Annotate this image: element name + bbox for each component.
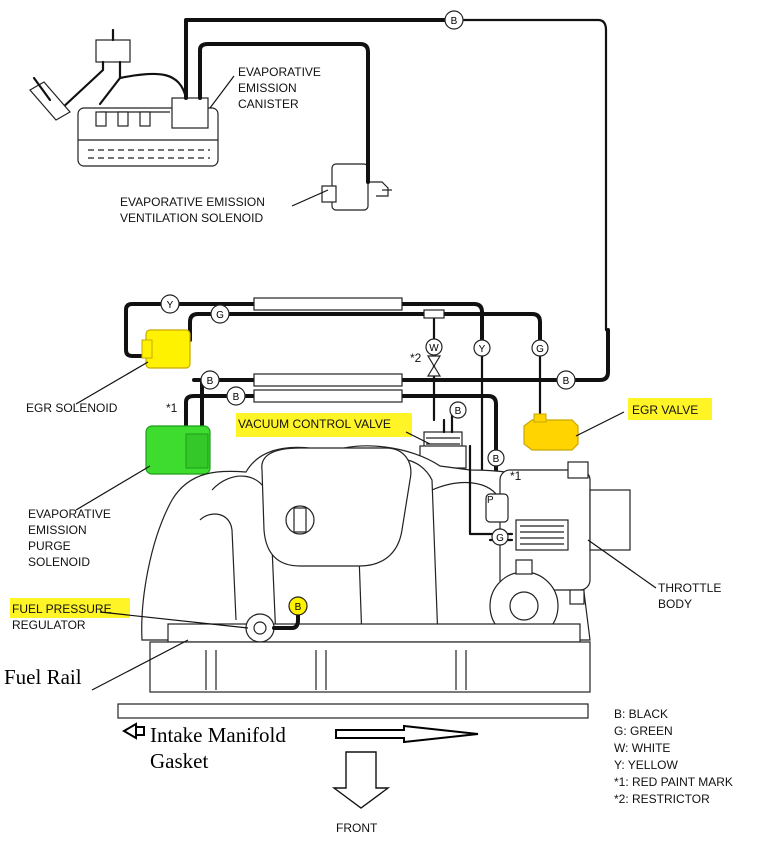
badge-circle	[487, 449, 505, 467]
label-highlights	[10, 398, 712, 618]
mark-1-throttle: *1	[510, 469, 522, 483]
fuel-pressure-regulator-label-line-2: REGULATOR	[12, 618, 86, 632]
hose-color-badges: B Y G W Y G B B B B B G B P	[160, 10, 576, 616]
legend-item: *2: RESTRICTOR	[614, 792, 710, 806]
badge-circle	[210, 304, 230, 324]
vacuum-control-valve-label: VACUUM CONTROL VALVE	[238, 417, 391, 431]
canister-hoses	[184, 18, 608, 332]
badge-b-vcv: B	[455, 406, 462, 417]
front-direction: FRONT	[331, 751, 391, 835]
evap-canister-label-line-3: CANISTER	[238, 97, 299, 111]
evap-canister	[29, 28, 219, 167]
throttle-body-label-line-2: BODY	[658, 597, 692, 611]
badge-circle	[473, 339, 491, 357]
fuel-rail-assembly	[149, 612, 591, 693]
legend: B: BLACK G: GREEN W: WHITE Y: YELLOW *1:…	[614, 707, 733, 806]
evap-canister-label-line-2: EMISSION	[238, 81, 297, 95]
badge-b-top: B	[451, 16, 458, 27]
badge-circle	[200, 370, 220, 390]
badge-circle	[226, 386, 246, 406]
legend-item: W: WHITE	[614, 741, 670, 755]
badge-g-throttle: G	[496, 533, 504, 544]
front-label: FRONT	[336, 821, 378, 835]
badge-y-right: Y	[479, 344, 486, 355]
badge-circle	[449, 401, 467, 419]
legend-item: B: BLACK	[614, 707, 668, 721]
leader-lines	[75, 75, 657, 691]
badge-g-upper: G	[216, 310, 224, 321]
intake-manifold-annotation-line-1: Intake Manifold	[150, 723, 286, 747]
egr-valve-highlight	[628, 398, 712, 420]
intake-manifold	[141, 445, 591, 641]
right-arrow-icon	[335, 724, 479, 744]
hose-sleeve	[253, 389, 403, 403]
intake-manifold-annotation-line-2: Gasket	[150, 749, 208, 773]
badge-b-regulator: B	[295, 602, 302, 613]
throttle-body-label-line-1: THROTTLE	[658, 581, 721, 595]
egr-solenoid-label: EGR SOLENOID	[26, 401, 118, 415]
badge-circle	[425, 338, 443, 356]
badge-g-right: G	[536, 344, 544, 355]
egr-valve	[523, 413, 579, 451]
badge-circle	[288, 596, 308, 616]
component-labels: EVAPORATIVE EMISSION CANISTER EVAPORATIV…	[12, 65, 721, 632]
mark-2-restrictor: *2	[410, 351, 422, 365]
egr-valve-label: EGR VALVE	[632, 403, 698, 417]
vent-solenoid-label-line-2: VENTILATION SOLENOID	[120, 211, 263, 225]
purge-solenoid-label-line-1: EVAPORATIVE	[28, 507, 111, 521]
badge-circle	[160, 294, 180, 314]
badge-y-upper: Y	[167, 300, 174, 311]
badge-b-lower-left: B	[233, 392, 240, 403]
left-arrow-shaft	[135, 726, 145, 736]
evap-canister-label-line-1: EVAPORATIVE	[238, 65, 321, 79]
vent-solenoid-label-line-1: EVAPORATIVE EMISSION	[120, 195, 265, 209]
badge-circle	[531, 339, 549, 357]
down-arrow-icon	[331, 751, 391, 809]
badge-circle	[556, 370, 576, 390]
egr-solenoid	[141, 329, 191, 369]
badge-circle	[444, 10, 464, 30]
legend-item: G: GREEN	[614, 724, 673, 738]
handwritten-annotations: Fuel Rail Intake Manifold Gasket	[4, 665, 479, 773]
purge-solenoid-label-line-4: SOLENOID	[28, 555, 90, 569]
hose-sleeve	[253, 373, 403, 387]
badge-b-mid-left: B	[207, 376, 214, 387]
fuel-pressure-regulator-label-line-1: FUEL PRESSURE	[12, 602, 112, 616]
fuel-pressure-regulator-highlight	[10, 598, 130, 618]
intake-manifold-gasket-plate	[117, 703, 589, 719]
mark-1-purge: *1	[166, 401, 178, 415]
fuel-rail-annotation: Fuel Rail	[4, 665, 82, 689]
badge-circle	[491, 528, 509, 546]
legend-item: Y: YELLOW	[614, 758, 678, 772]
middle-hose-bundle	[124, 297, 610, 510]
badge-b-throttle: B	[493, 454, 500, 465]
legend-item: *1: RED PAINT MARK	[614, 775, 733, 789]
hose-sleeve	[253, 297, 403, 311]
vacuum-control-valve-highlight	[236, 413, 412, 437]
badge-p-port: P	[487, 495, 494, 506]
purge-solenoid-label-line-3: PURGE	[28, 539, 71, 553]
evap-purge-solenoid	[145, 425, 211, 475]
badge-w: W	[429, 343, 439, 354]
evap-vent-solenoid	[321, 163, 392, 211]
badge-b-mid-right: B	[563, 376, 570, 387]
purge-solenoid-label-line-2: EMISSION	[28, 523, 87, 537]
left-arrow-icon	[122, 722, 137, 740]
